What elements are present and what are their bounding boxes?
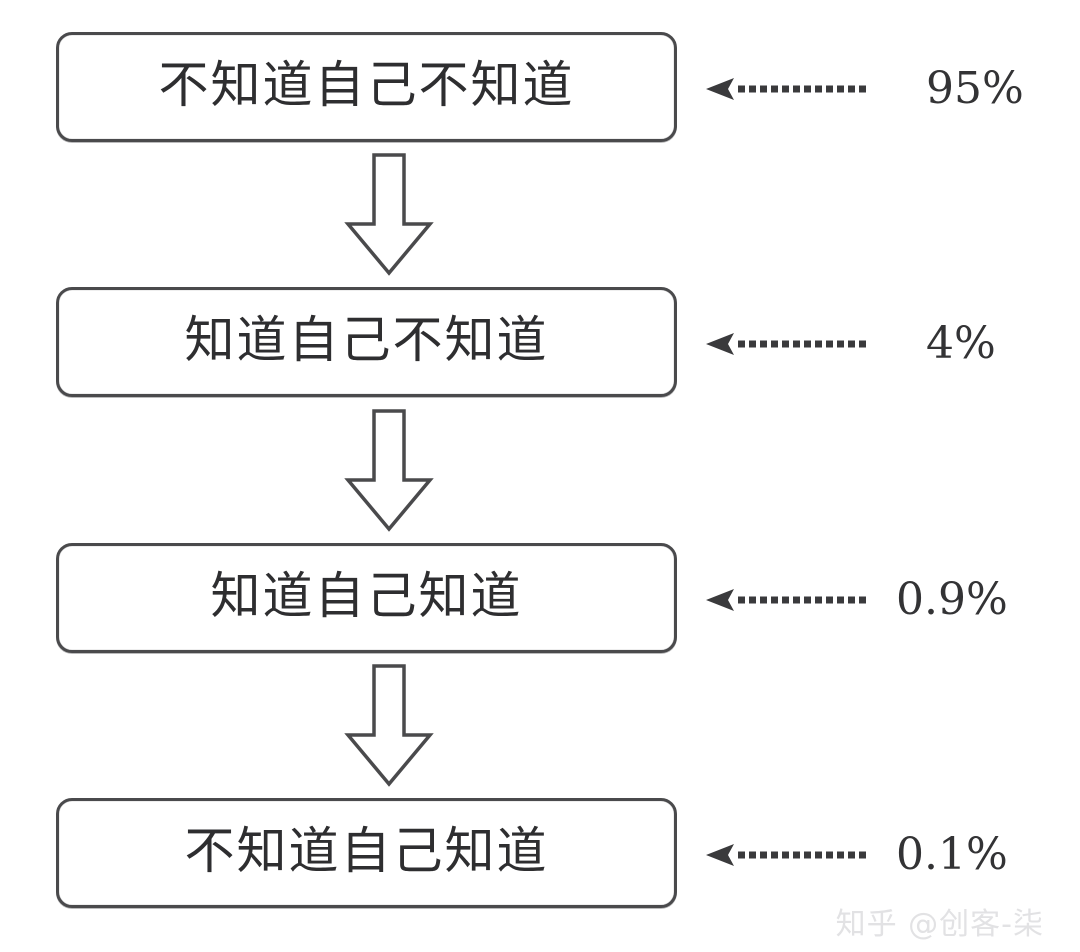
connector-arrow-3 — [341, 663, 437, 787]
callout-1: 95% — [704, 63, 1044, 114]
callout-3: 0.9% — [704, 574, 1044, 625]
connector-arrow-2 — [341, 408, 437, 532]
dotted-left-arrow-icon — [706, 333, 866, 355]
down-block-arrow-icon — [344, 664, 434, 787]
connector-arrow-1 — [341, 152, 437, 276]
node-box-3[interactable]: 知道自己知道 — [56, 543, 677, 653]
flow-step-2: 知道自己不知道 4% — [0, 287, 1080, 399]
node-box-1[interactable]: 不知道自己不知道 — [56, 32, 677, 142]
node-label-3: 知道自己知道 — [210, 567, 523, 625]
watermark: 知乎 @创客-柒 — [835, 907, 1044, 942]
flow-step-3: 知道自己知道 0.9% — [0, 543, 1080, 655]
dotted-left-arrow-icon — [706, 589, 866, 611]
node-box-4[interactable]: 不知道自己知道 — [56, 798, 677, 908]
dotted-left-arrow-icon — [706, 844, 866, 866]
dotted-left-arrow-icon — [706, 78, 866, 100]
percent-label-4: 0.1% — [896, 829, 1008, 880]
node-box-2[interactable]: 知道自己不知道 — [56, 287, 677, 397]
callout-2: 4% — [704, 318, 1044, 369]
percent-label-2: 4% — [926, 318, 996, 369]
callout-4: 0.1% — [704, 829, 1044, 880]
flow-step-1: 不知道自己不知道 95 — [0, 32, 1080, 144]
node-label-1: 不知道自己不知道 — [158, 56, 575, 114]
node-label-4: 不知道自己知道 — [184, 822, 549, 880]
flow-step-4: 不知道自己知道 0.1 — [0, 798, 1080, 910]
node-label-2: 知道自己不知道 — [184, 311, 549, 369]
percent-label-3: 0.9% — [896, 574, 1008, 625]
percent-label-1: 95% — [926, 63, 1024, 114]
down-block-arrow-icon — [344, 409, 434, 532]
down-block-arrow-icon — [344, 153, 434, 276]
